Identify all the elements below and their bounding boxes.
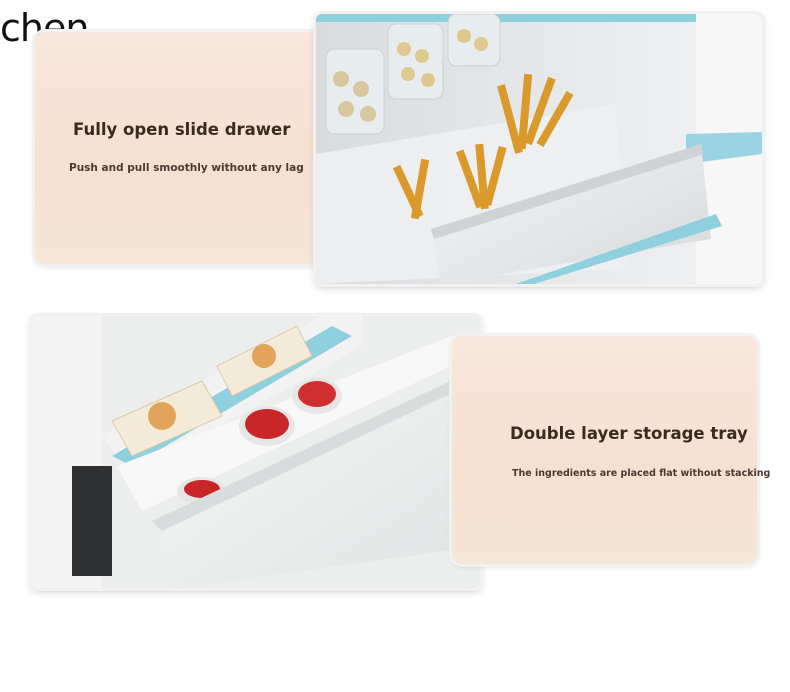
feature-subtitle: Push and pull smoothly without any lag: [69, 162, 304, 174]
fries-icon: [392, 73, 574, 220]
feature-title: Fully open slide drawer: [73, 120, 291, 139]
jar-icon: [325, 14, 501, 135]
pizza-box-icon: [111, 325, 313, 457]
feature-card-storage-tray: Double layer storage tray The ingredient…: [452, 336, 770, 564]
tray-photo: [32, 316, 480, 588]
feature-subtitle: The ingredients are placed flat without …: [512, 468, 771, 479]
drawer-photo: [316, 14, 762, 284]
meat-tray-icon: [177, 378, 342, 505]
feature-title: Double layer storage tray: [510, 424, 748, 443]
feature-card-slide-drawer: Fully open slide drawer Push and pull sm…: [35, 32, 335, 264]
